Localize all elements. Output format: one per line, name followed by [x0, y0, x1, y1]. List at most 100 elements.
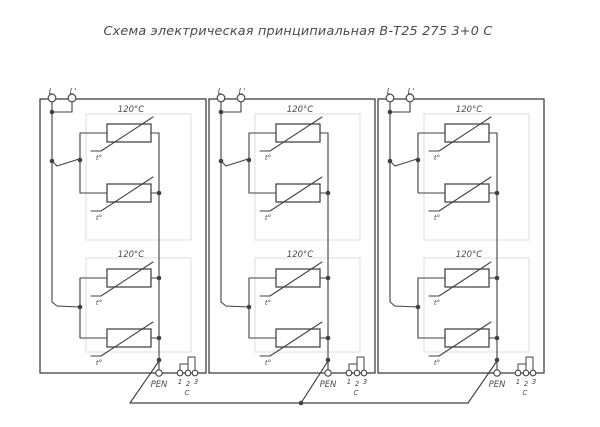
switch-2-blade: [389, 301, 419, 308]
junction-dot: [156, 190, 162, 196]
group2-right-stubs: [488, 277, 498, 339]
terminal-jumper-bracket: [179, 356, 196, 371]
terminal-3: [191, 369, 199, 377]
thermistor-diagonal: [90, 116, 154, 152]
temp-label-group2: 120°С: [287, 250, 313, 260]
pen-bus: [129, 360, 498, 406]
terminal-L-label: L: [387, 87, 391, 96]
thermistor-diagonal: [90, 261, 154, 297]
terminal-group-label: С: [185, 389, 190, 397]
group2-outline: [254, 257, 361, 353]
group1-right-stubs: [319, 132, 329, 194]
terminal-3-label: 3: [532, 378, 536, 386]
junction-dot: [156, 335, 162, 341]
temp-label-group1: 120°С: [287, 105, 313, 115]
terminal-L-label: L: [49, 87, 53, 96]
thermistor-2: t°: [259, 176, 323, 222]
thermistor-1: t°: [90, 116, 154, 162]
terminal-L: [47, 93, 57, 103]
thermistor-diagonal: [259, 176, 323, 212]
terminal-group-label: С: [354, 389, 359, 397]
terminal-jumper-bracket: [348, 356, 365, 371]
switch-1-blade: [220, 158, 249, 167]
terminal-PEN: [324, 369, 332, 377]
junction-dot: [49, 158, 55, 164]
switch-1-blade: [51, 158, 80, 167]
thermistor-diagonal: [428, 116, 492, 152]
group2-outline: [85, 257, 192, 353]
thermistor-diagonal: [90, 321, 154, 357]
junction-dot: [325, 190, 331, 196]
terminal-1: [176, 369, 184, 377]
terminal-3-label: 3: [194, 378, 198, 386]
thermistor-2: t°: [90, 176, 154, 222]
drawing-title: Схема электрическая принципиальная В-Т25…: [103, 24, 493, 39]
bus-junction-dot: [298, 400, 304, 406]
thermistor-mark-label: t°: [434, 299, 440, 307]
junction-dot: [218, 158, 224, 164]
thermistor-mark-label: t°: [434, 214, 440, 222]
switch-2-blade: [51, 301, 81, 308]
junction-dot: [325, 357, 331, 363]
bus-riser-3: [467, 360, 498, 404]
thermistor-4: t°: [428, 321, 492, 367]
section-box: [208, 98, 376, 374]
terminal-1-label: 1: [347, 378, 351, 386]
terminal-2-label: 2: [355, 380, 360, 388]
junction-dot: [387, 158, 393, 164]
group1-manifold: [417, 132, 446, 194]
terminal-1: [345, 369, 353, 377]
terminal-PEN: [155, 369, 163, 377]
group1-manifold: [248, 132, 277, 194]
thermistor-diagonal: [428, 321, 492, 357]
thermistor-mark-label: t°: [96, 359, 102, 367]
terminal-L-prime-label: L': [70, 87, 77, 96]
junction-dot: [494, 275, 500, 281]
group1-right-stubs: [488, 132, 498, 194]
thermistor-mark-label: t°: [96, 299, 102, 307]
thermistor-mark-label: t°: [265, 154, 271, 162]
terminal-L: [216, 93, 226, 103]
group1-outline: [85, 113, 192, 241]
line-jumper-wire: [51, 101, 73, 113]
junction-dot: [49, 109, 55, 115]
thermistor-4: t°: [90, 321, 154, 367]
line-jumper-wire: [220, 101, 242, 113]
terminal-L-prime: [67, 93, 77, 103]
group1-right-stubs: [150, 132, 160, 194]
temp-label-group2: 120°С: [456, 250, 482, 260]
thermistor-3: t°: [428, 261, 492, 307]
junction-dot: [218, 109, 224, 115]
terminal-2: [184, 369, 192, 377]
terminal-jumper-bracket: [517, 356, 534, 371]
terminal-1: [514, 369, 522, 377]
bus-riser-1: [129, 360, 160, 404]
bus-riser-2: [300, 360, 329, 404]
thermistor-diagonal: [259, 116, 323, 152]
terminal-L-prime-label: L': [239, 87, 246, 96]
group1-outline: [423, 113, 530, 241]
thermistor-diagonal: [259, 261, 323, 297]
temp-label-group1: 120°С: [118, 105, 144, 115]
terminal-group-label: С: [523, 389, 528, 397]
terminal-L-label: L: [218, 87, 222, 96]
switch-contact-dot: [246, 304, 252, 310]
temp-label-group2: 120°С: [118, 250, 144, 260]
thermistor-diagonal: [90, 176, 154, 212]
terminal-1-label: 1: [516, 378, 520, 386]
junction-dot: [156, 275, 162, 281]
terminal-L-prime-label: L': [408, 87, 415, 96]
group2-right-stubs: [150, 277, 160, 339]
temp-label-group1: 120°С: [456, 105, 482, 115]
thermistor-mark-label: t°: [265, 299, 271, 307]
switch-contact-dot: [415, 304, 421, 310]
thermistor-mark-label: t°: [265, 359, 271, 367]
thermistor-diagonal: [259, 321, 323, 357]
terminal-3-label: 3: [363, 378, 367, 386]
terminal-2-label: 2: [186, 380, 191, 388]
pen-label: PEN: [489, 380, 506, 390]
section-box: [39, 98, 207, 374]
switch-contact-dot: [246, 157, 252, 163]
